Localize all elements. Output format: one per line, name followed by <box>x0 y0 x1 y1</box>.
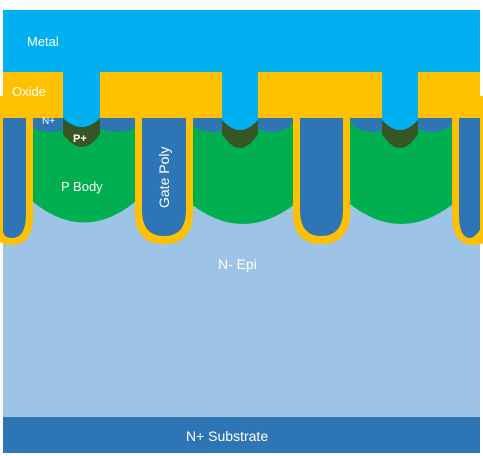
gate-poly-left <box>3 118 26 238</box>
p-body-region-1 <box>25 118 143 223</box>
n-plus-source-label: N+ <box>42 116 55 127</box>
n-substrate-label: N+ Substrate <box>186 428 268 444</box>
p-plus-label: P+ <box>73 133 87 145</box>
gate-poly-2 <box>300 118 343 236</box>
p-plus-region-1 <box>63 118 100 147</box>
n-substrate-region <box>3 417 480 453</box>
gate-poly-label: Gate Poly <box>156 147 172 208</box>
p-body-region-2 <box>186 118 300 224</box>
metal-layer <box>3 10 480 130</box>
p-body-label: P Body <box>61 179 103 194</box>
gate-poly-right <box>459 118 480 238</box>
n-epi-label: N- Epi <box>218 256 257 272</box>
metal-label: Metal <box>27 34 59 49</box>
oxide-label: Oxide <box>12 84 46 99</box>
gate-poly-1 <box>142 118 186 236</box>
p-body-region-3 <box>345 118 458 224</box>
